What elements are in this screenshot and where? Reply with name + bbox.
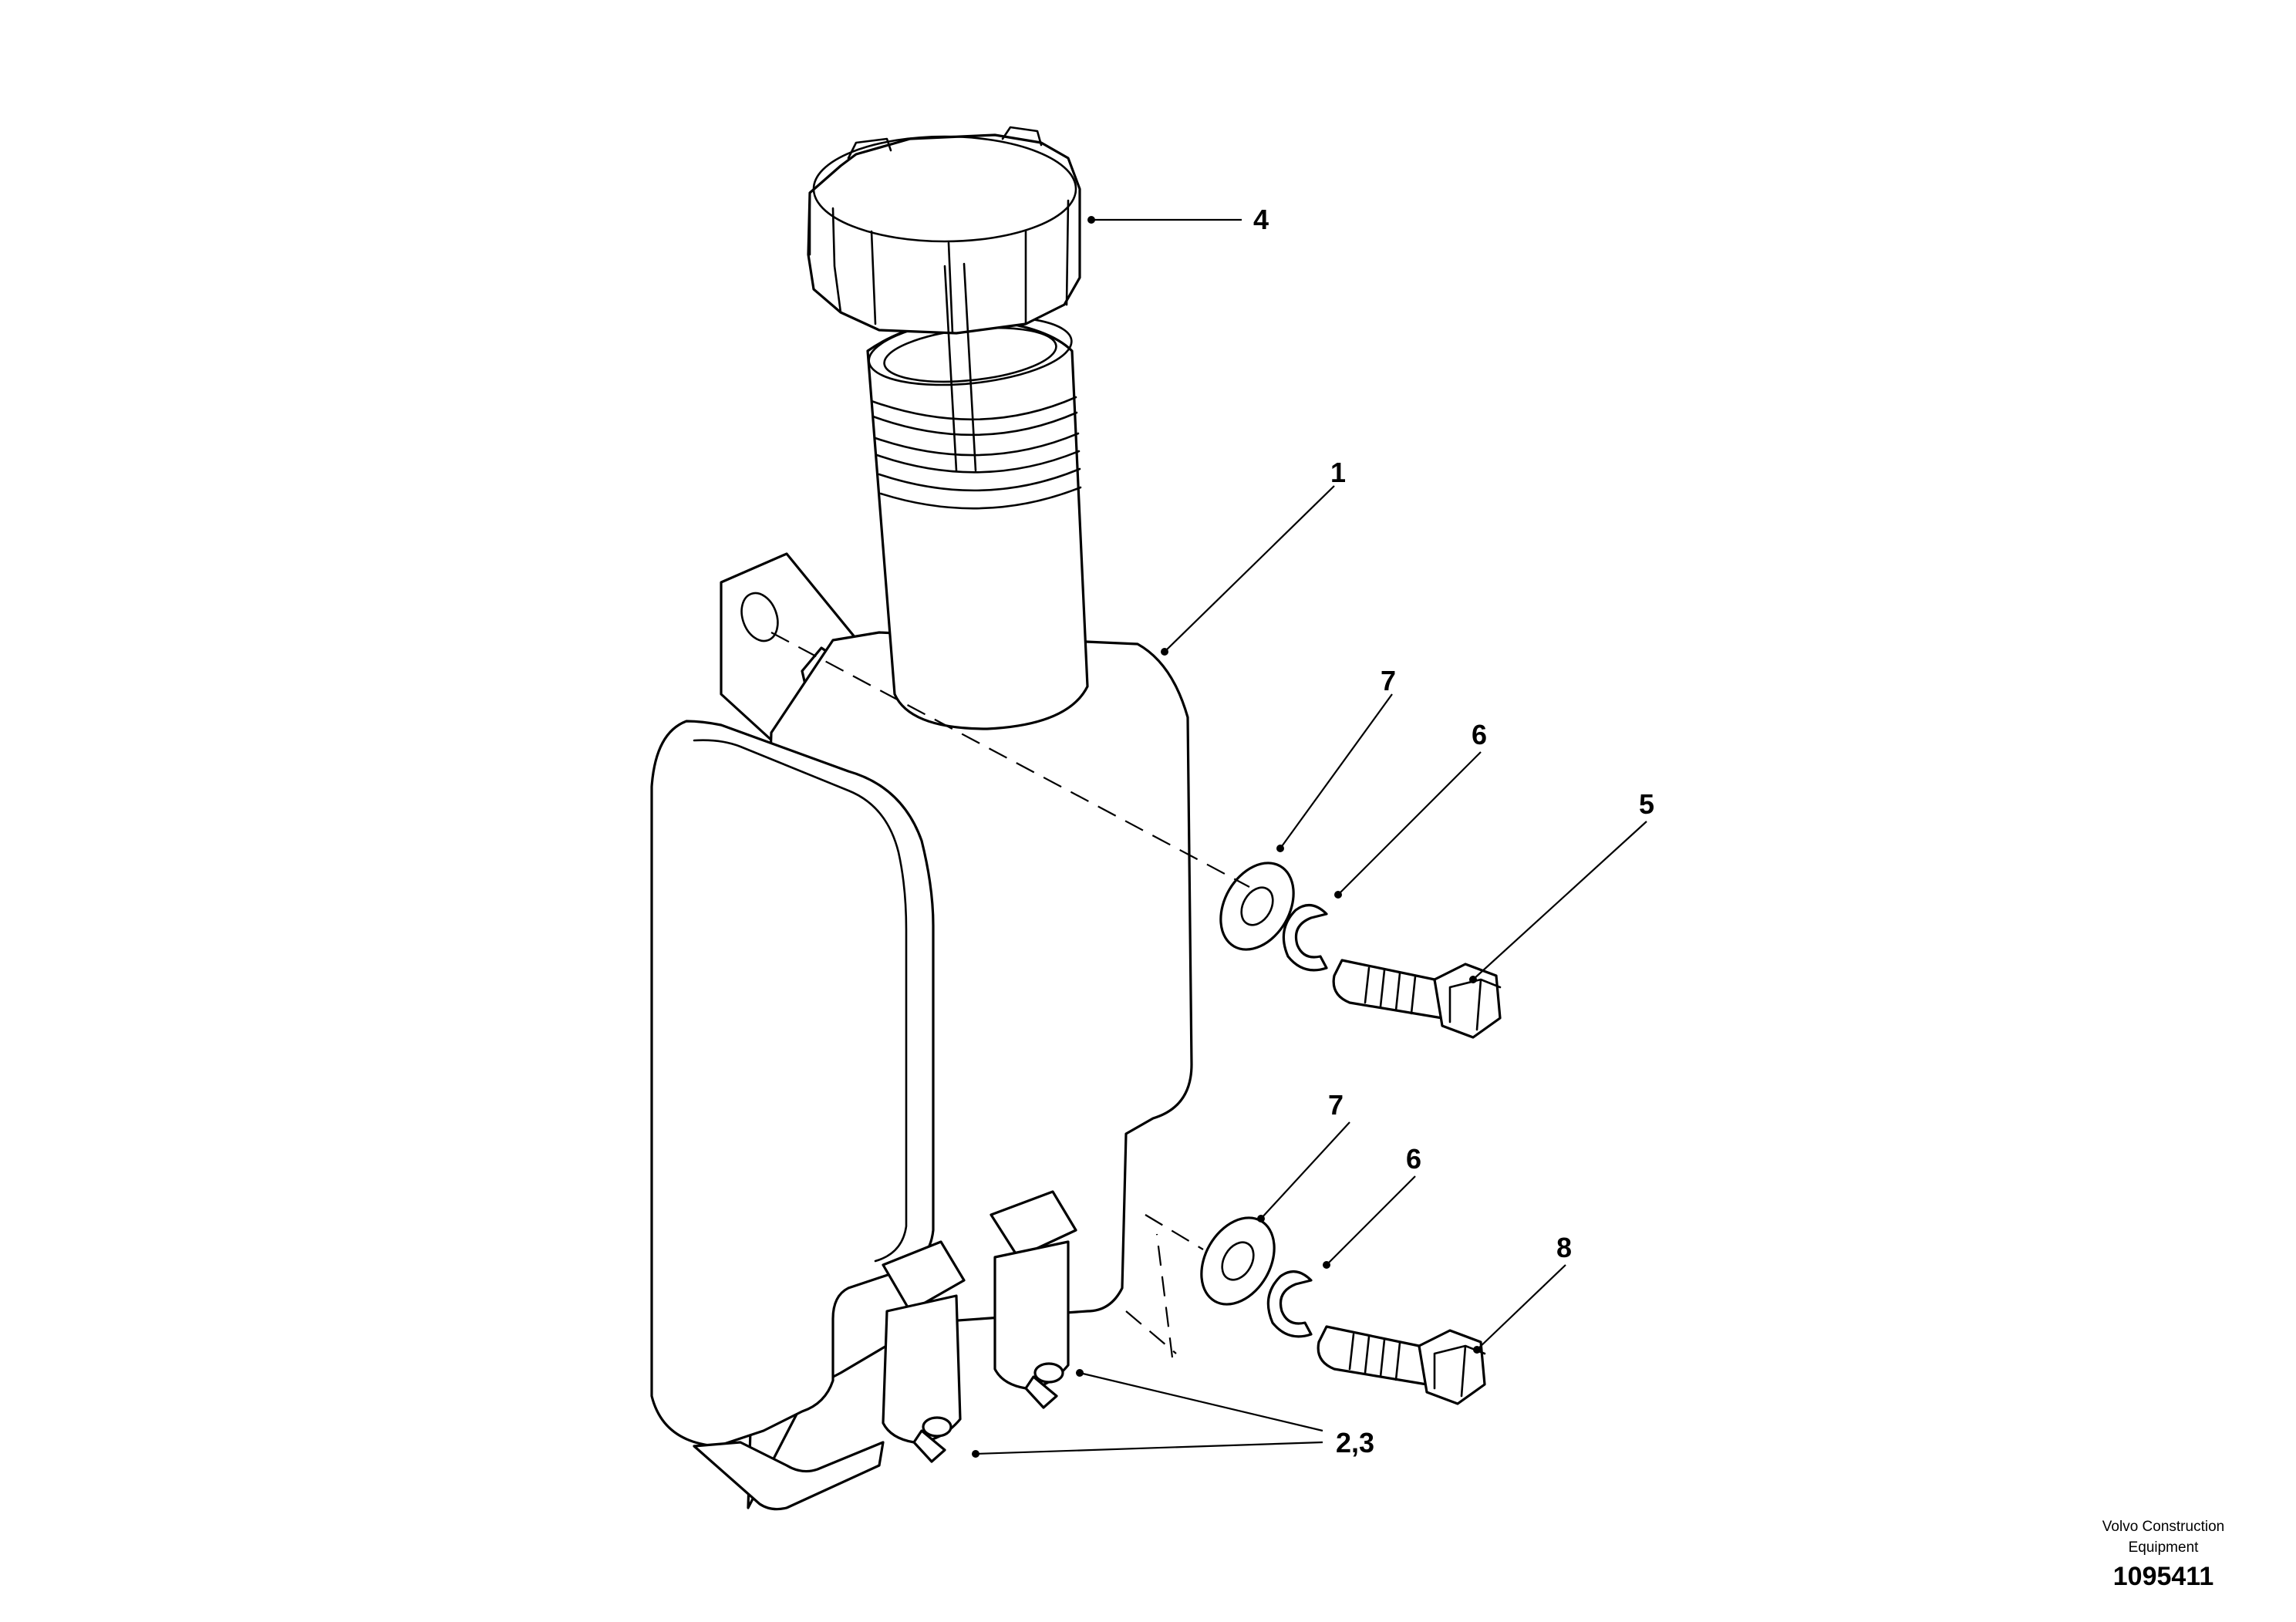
leader-lines xyxy=(972,216,1647,1458)
manufacturer-line-1: Volvo Construction xyxy=(2102,1519,2224,1535)
cap-rib-4 xyxy=(947,241,954,335)
cap-rib-2 xyxy=(831,207,842,314)
manufacturer-line-2: Equipment xyxy=(2129,1539,2200,1556)
cap-body xyxy=(807,133,1081,335)
upper-lock-washer-6 xyxy=(1282,904,1328,972)
bracket-hole xyxy=(740,592,779,642)
tank-front-panel-inset xyxy=(693,739,908,1263)
cap-dipstick xyxy=(943,262,977,472)
filler-neck-ring-3 xyxy=(874,432,1080,457)
callout-6-upper: 6 xyxy=(1472,719,1487,750)
lower-washer-7 xyxy=(1200,1216,1276,1306)
lower-bolt-8 xyxy=(1317,1325,1486,1405)
tank-front-panel xyxy=(650,720,935,1448)
cap-rib-6 xyxy=(1065,199,1070,306)
callout-1: 1 xyxy=(1330,457,1346,488)
callout-2-3: 2,3 xyxy=(1336,1427,1374,1458)
outlet-fitting-left xyxy=(882,1240,966,1463)
upper-bolt-5 xyxy=(1332,959,1502,1039)
outlet-fitting-right xyxy=(990,1190,1077,1409)
filler-neck-ring-5 xyxy=(878,467,1081,492)
cap-top-face xyxy=(812,135,1077,243)
filler-neck-ring-4 xyxy=(875,450,1081,474)
callout-4: 4 xyxy=(1253,204,1269,235)
cap-rib-3 xyxy=(870,230,877,325)
reservoir-tank xyxy=(650,315,1193,1511)
filler-neck-ring-1 xyxy=(870,396,1077,421)
assembly-line-upper xyxy=(770,632,1250,888)
cap-lug-top xyxy=(847,137,892,160)
filler-neck-ring-6 xyxy=(879,486,1082,510)
callout-8: 8 xyxy=(1556,1232,1572,1263)
lower-lock-washer-6 xyxy=(1266,1270,1313,1338)
callout-7-upper: 7 xyxy=(1381,665,1396,696)
callout-5: 5 xyxy=(1639,788,1654,820)
filler-neck-ring-2 xyxy=(872,411,1078,437)
callout-6-lower: 6 xyxy=(1406,1143,1421,1175)
tank-base xyxy=(693,1441,885,1511)
cap-lug-right xyxy=(1001,126,1043,147)
callout-7-lower: 7 xyxy=(1328,1089,1344,1121)
upper-washer-7 xyxy=(1219,862,1295,951)
drawing-number: 1095411 xyxy=(2113,1562,2214,1591)
assembly-line-lower xyxy=(1125,1214,1204,1358)
reservoir-cap xyxy=(807,126,1081,472)
